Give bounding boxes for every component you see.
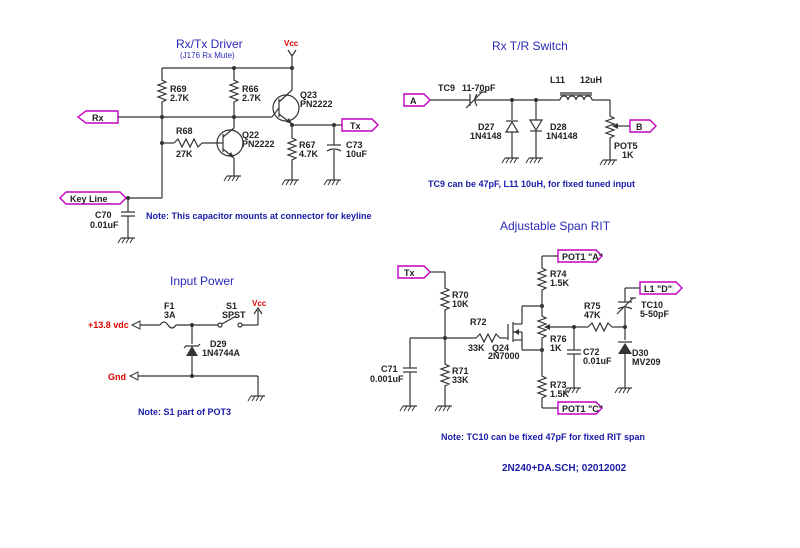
r74-val: 1.5K <box>550 278 570 288</box>
l11-ref: L11 <box>550 75 565 85</box>
c70-ref: C70 <box>95 210 112 220</box>
r71-val: 33K <box>452 375 469 385</box>
pot1a-port-label: POT1 "A" <box>562 252 603 262</box>
tx-in-port-label: Tx <box>404 268 415 278</box>
plus-rail-label: +13.8 vdc <box>88 320 129 330</box>
tc10-note: Note: TC10 can be fixed 47pF for fixed R… <box>441 432 645 442</box>
s1-ref: S1 <box>226 301 237 311</box>
c73-ref: C73 <box>346 140 363 150</box>
d27-ref: D27 <box>478 122 495 132</box>
tx-out-port <box>341 118 379 132</box>
d28-val: 1N4148 <box>546 131 578 141</box>
q23-val: PN2222 <box>300 99 333 109</box>
rxtx-title: Rx/Tx Driver <box>176 37 243 51</box>
r70-ref: R70 <box>452 290 469 300</box>
r76-ref: R76 <box>550 334 567 344</box>
trswitch-title: Rx T/R Switch <box>492 39 568 53</box>
pot1c-port-label: POT1 "C" <box>562 404 603 414</box>
rit-section: Adjustable Span RIT Tx R70 10K C71 0.001… <box>370 219 683 442</box>
keyline-port-label: Key Line <box>70 194 108 204</box>
rxtx-driver-section: Rx/Tx Driver (J176 Rx Mute) Vcc R69 2.7K… <box>59 37 379 244</box>
gnd-rail-label: Gnd <box>108 372 126 382</box>
s1-val: SPST <box>222 310 246 320</box>
s1-note: Note: S1 part of POT3 <box>138 407 231 417</box>
r67-ref: R67 <box>299 140 316 150</box>
l1d-port <box>639 281 683 295</box>
pot5-val: 1K <box>622 150 634 160</box>
r71-ref: R71 <box>452 366 469 376</box>
d27-val: 1N4148 <box>470 131 502 141</box>
c71-ref: C71 <box>381 364 398 374</box>
r73-ref: R73 <box>550 380 567 390</box>
c72-val: 0.01uF <box>583 356 612 366</box>
vcc-power-label: Vcc <box>252 299 267 308</box>
rxtx-subtitle: (J176 Rx Mute) <box>180 51 235 60</box>
r76-val: 1K <box>550 343 562 353</box>
r68-ref: R68 <box>176 126 193 136</box>
r69-val: 2.7K <box>170 93 190 103</box>
tc10-val: 5-50pF <box>640 309 670 319</box>
c72-ref: C72 <box>583 347 600 357</box>
r74-ref: R74 <box>550 269 567 279</box>
power-title: Input Power <box>170 274 234 288</box>
b-port-label: B <box>636 122 643 132</box>
r72-val: 33K <box>468 343 485 353</box>
d30-val: MV209 <box>632 357 661 367</box>
r69-ref: R69 <box>170 84 187 94</box>
q24-ref: Q24 <box>492 343 509 353</box>
c70-val: 0.01uF <box>90 220 119 230</box>
f1-ref: F1 <box>164 301 175 311</box>
r66-ref: R66 <box>242 84 259 94</box>
r75-ref: R75 <box>584 301 601 311</box>
r70-val: 10K <box>452 299 469 309</box>
r73-val: 1.5K <box>550 389 570 399</box>
c71-val: 0.001uF <box>370 374 404 384</box>
pot1a-port <box>557 249 603 263</box>
c70-note: Note: This capacitor mounts at connector… <box>146 211 372 221</box>
a-port-label: A <box>410 96 417 106</box>
q23-ref: Q23 <box>300 90 317 100</box>
r66-val: 2.7K <box>242 93 262 103</box>
r68-val: 27K <box>176 149 193 159</box>
pot1c-port <box>557 401 603 415</box>
input-power-section: Input Power +13.8 vdc F1 3A Vcc S1 SPST … <box>88 274 267 417</box>
tc9-ref: TC9 <box>438 83 455 93</box>
q22-ref: Q22 <box>242 130 259 140</box>
r72-ref: R72 <box>470 317 487 327</box>
r75-val: 47K <box>584 310 601 320</box>
tx-out-port-label: Tx <box>350 121 361 131</box>
q22-val: PN2222 <box>242 139 275 149</box>
footer-filename: 2N240+DA.SCH; 02012002 <box>502 463 627 474</box>
tc10-ref: TC10 <box>641 300 663 310</box>
d30-ref: D30 <box>632 348 649 358</box>
b-port <box>629 119 657 133</box>
tx-in-port <box>397 265 431 279</box>
rit-title: Adjustable Span RIT <box>500 219 611 233</box>
l1d-port-label: L1 "D" <box>644 284 672 294</box>
d29-val: 1N4744A <box>202 348 241 358</box>
rx-port-label: Rx <box>92 113 104 123</box>
tc9-note: TC9 can be 47pF, L11 10uH, for fixed tun… <box>428 179 635 189</box>
vcc-driver-label: Vcc <box>284 39 299 48</box>
f1-val: 3A <box>164 310 176 320</box>
c73-val: 10uF <box>346 149 368 159</box>
l11-val: 12uH <box>580 75 602 85</box>
d29-ref: D29 <box>210 339 227 349</box>
d28-ref: D28 <box>550 122 567 132</box>
q24-val: 2N7000 <box>488 351 520 361</box>
tr-switch-section: Rx T/R Switch A TC9 11-70pF D27 1N4148 D… <box>403 39 657 189</box>
a-port <box>403 93 431 107</box>
r67-val: 4.7K <box>299 149 319 159</box>
tc9-val: 11-70pF <box>462 83 496 93</box>
pot5-ref: POT5 <box>614 141 638 151</box>
